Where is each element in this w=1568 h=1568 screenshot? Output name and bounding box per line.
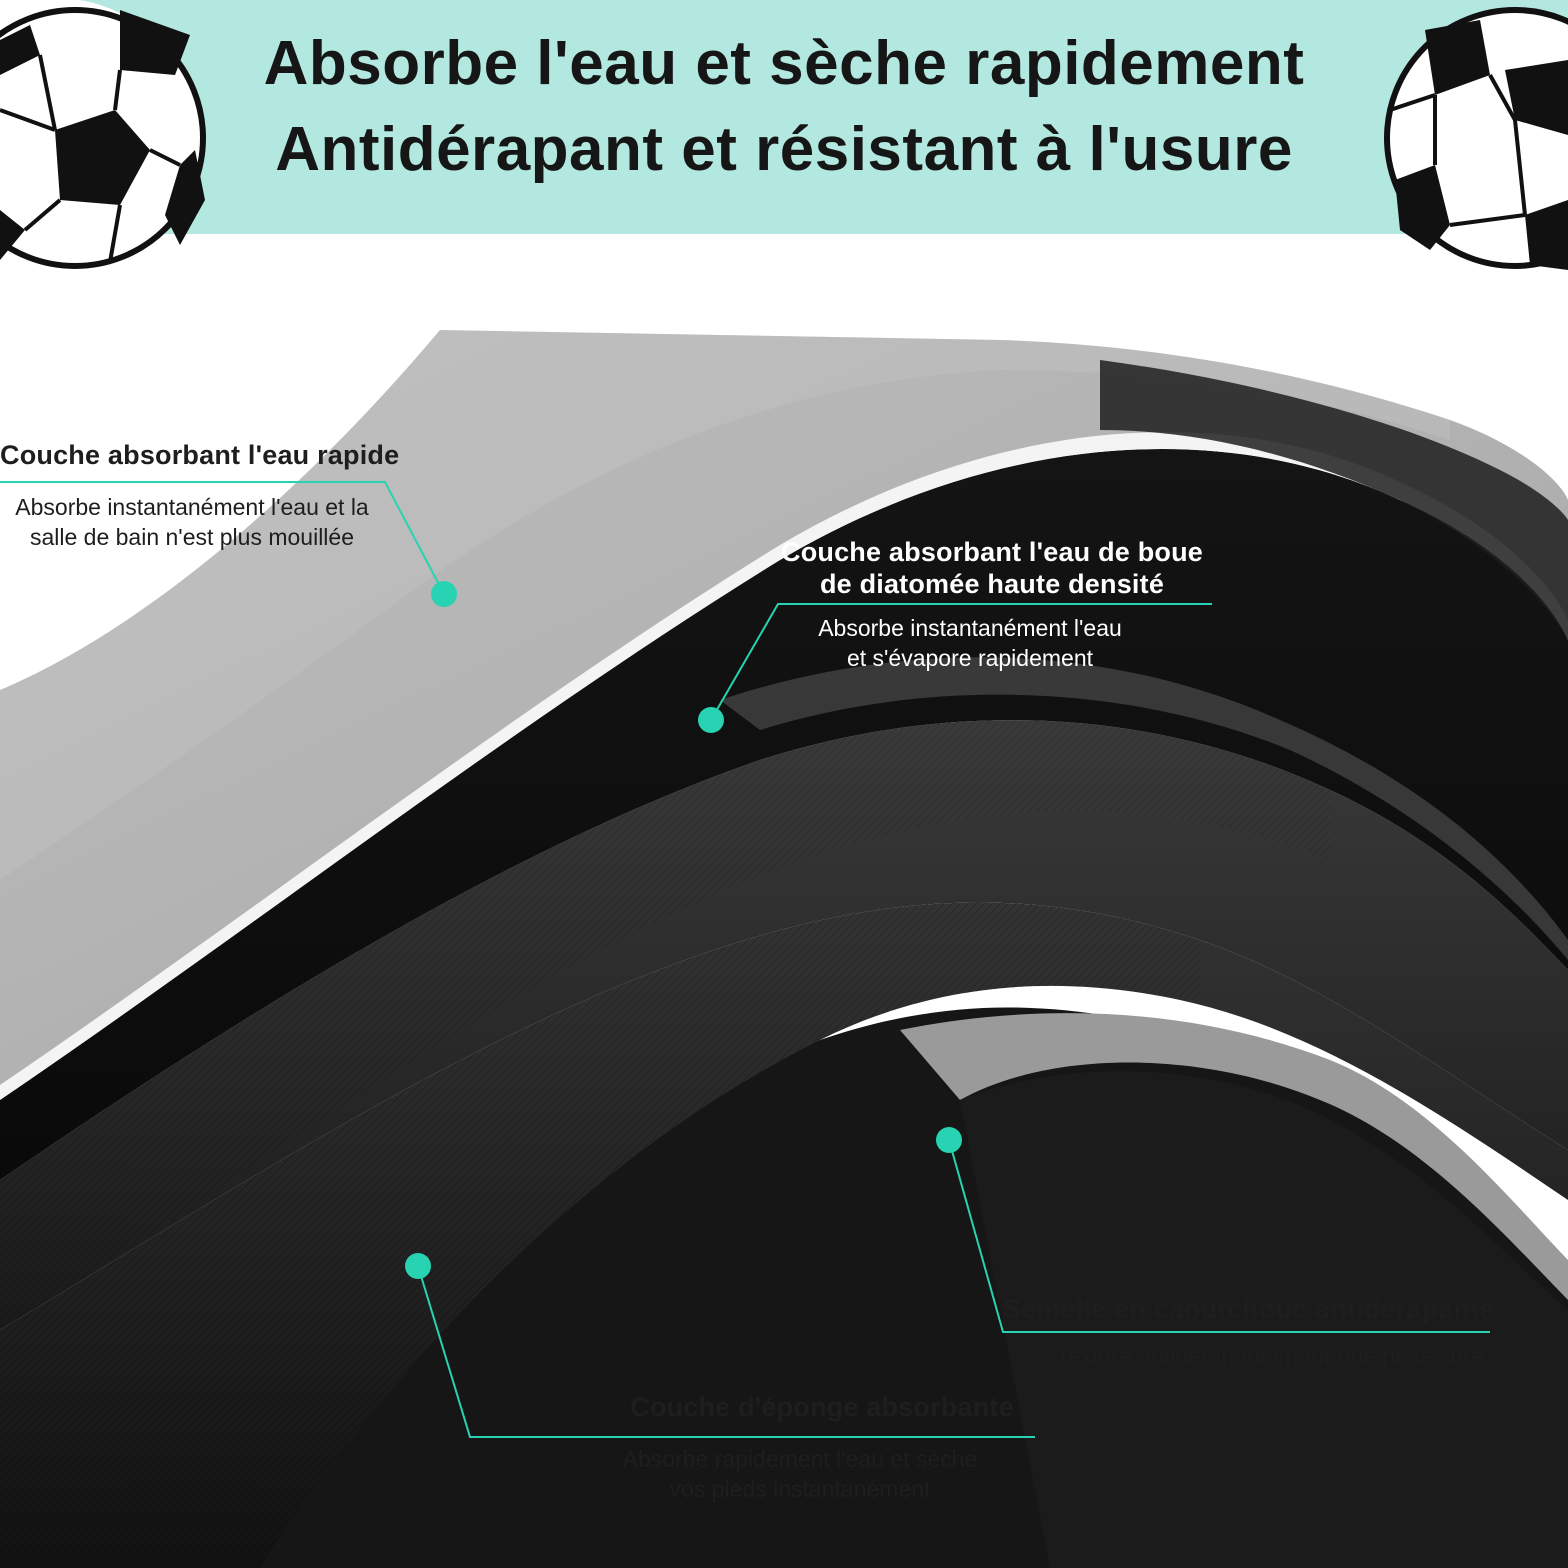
callout-title-diatom-layer: Couche absorbant l'eau de boue de diatom…: [781, 537, 1203, 599]
soccer-ball-icon: [1384, 7, 1568, 270]
callout-dot: [405, 1253, 431, 1279]
soccer-ball-icon: [0, 7, 206, 269]
header-line-1: Absorbe l'eau et sèche rapidement: [263, 29, 1305, 98]
header-line-2: Antidérapant et résistant à l'usure: [275, 115, 1293, 184]
callout-title-sponge-layer: Couche d'éponge absorbante: [630, 1392, 1014, 1422]
callout-desc-rubber-sole: Texture antidérapante pour une prise sûr…: [1056, 1343, 1484, 1369]
callout-title-top-layer: Couche absorbant l'eau rapide: [0, 440, 400, 470]
callout-dot: [431, 581, 457, 607]
callout-dot: [698, 707, 724, 733]
callout-desc-top-layer: Absorbe instantanément l'eau et la salle…: [15, 494, 369, 550]
diatom-layer: [0, 449, 1568, 1181]
absorbent-top-layer: [0, 330, 1568, 1085]
callout-dot: [936, 1127, 962, 1153]
callout-title-rubber-sole: Semelle en caoutchouc antidérapante: [1003, 1294, 1495, 1324]
callout-desc-diatom-layer: Absorbe instantanément l'eau et s'évapor…: [818, 615, 1122, 671]
header-banner: [0, 0, 1568, 234]
callout-desc-sponge-layer: Absorbe rapidement l'eau et sèche vos pi…: [622, 1446, 978, 1502]
